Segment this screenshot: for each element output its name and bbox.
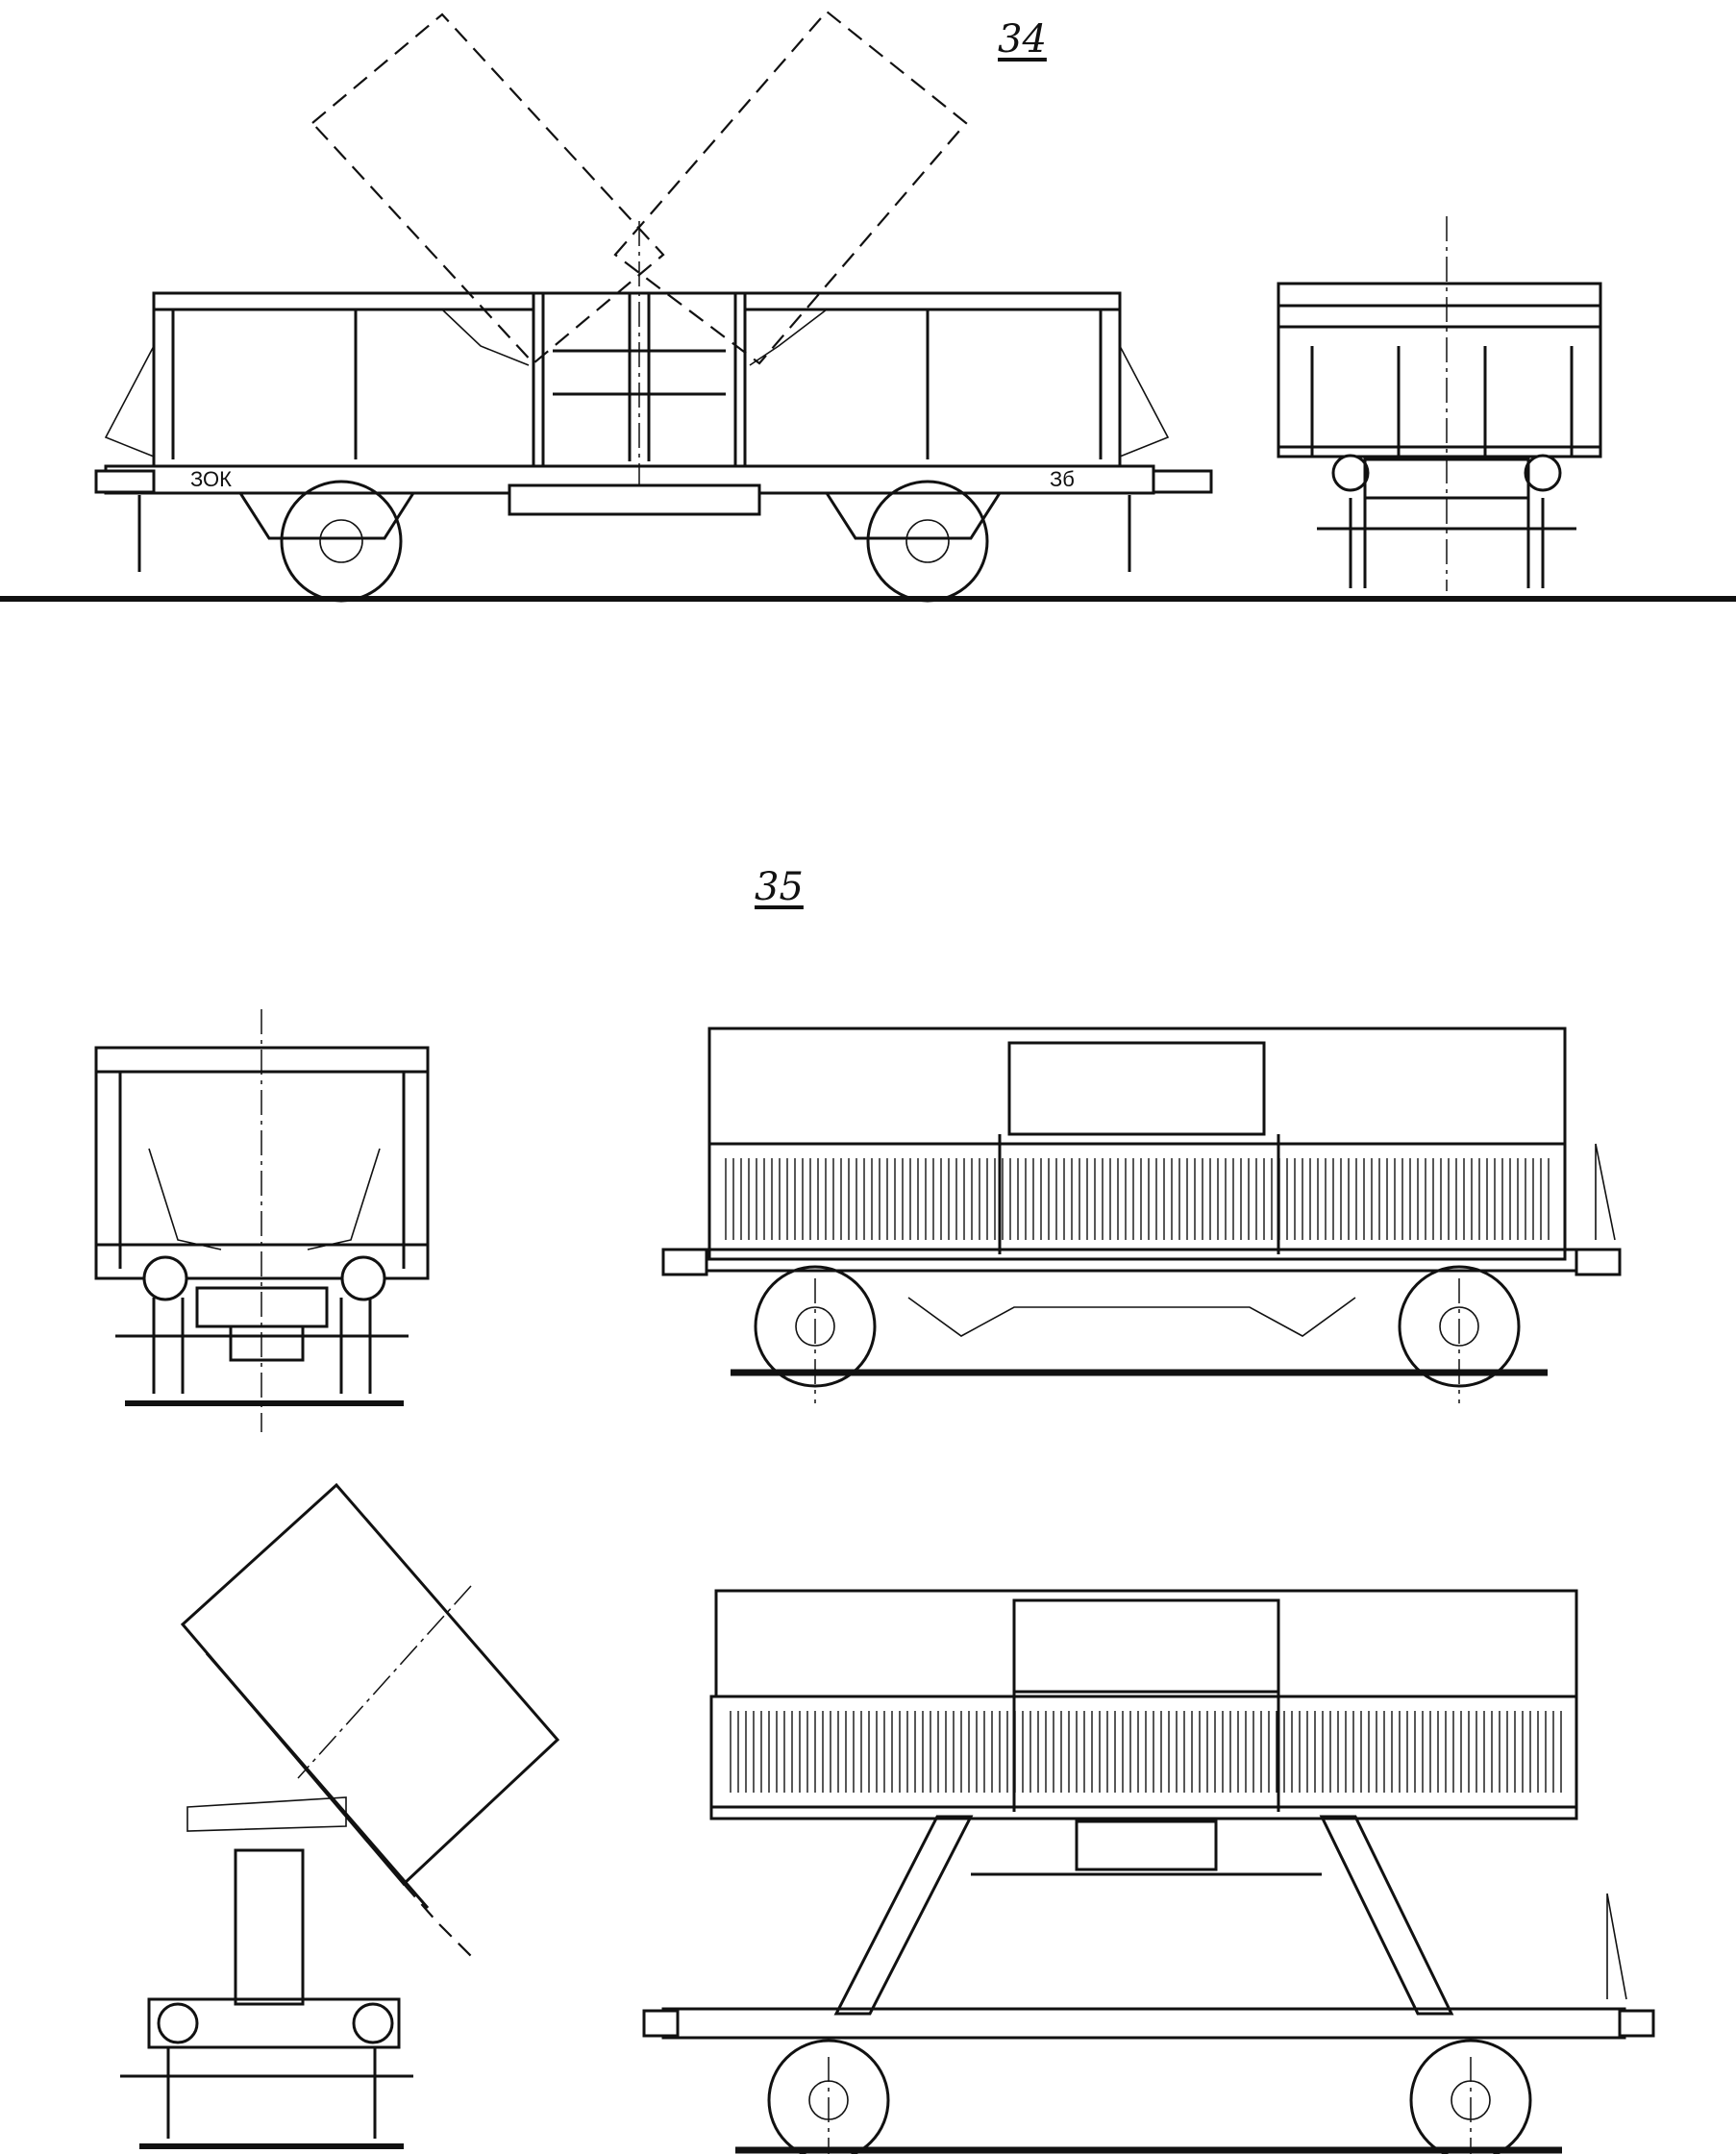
buffer-left-35-top bbox=[661, 1248, 708, 1276]
tipping-body-left-dashed bbox=[310, 12, 665, 365]
wheel-35-bottom-left bbox=[767, 2039, 890, 2154]
wheel-35-bottom-right bbox=[1409, 2039, 1532, 2154]
ribs-bottom bbox=[730, 1711, 1562, 1793]
buffer-left-34 bbox=[94, 469, 156, 494]
lower-ribbed-panel bbox=[707, 1142, 1567, 1261]
fig35-side-elevation-lifted bbox=[642, 1589, 1655, 2154]
fig34-end-view bbox=[1277, 216, 1602, 591]
buffer-right-34 bbox=[1152, 469, 1213, 494]
tipping-column bbox=[234, 1848, 305, 2006]
underframe-35-bottom bbox=[661, 2007, 1626, 2040]
wheel-35-top-right bbox=[1398, 1265, 1521, 1388]
fig35-end-view-upright bbox=[94, 1009, 430, 1432]
tipped-box bbox=[180, 1482, 560, 1887]
right-body bbox=[743, 291, 1122, 468]
ribs-top bbox=[725, 1158, 1550, 1240]
tipping-body-right-dashed bbox=[613, 10, 968, 365]
upper-box-lifted bbox=[714, 1589, 1578, 1698]
upper-box bbox=[707, 1027, 1567, 1146]
fig34-side-elevation: ЗОК Зб bbox=[0, 10, 1736, 603]
fig35-side-elevation-travel bbox=[661, 1027, 1622, 1403]
figure-label-35: 35 bbox=[755, 865, 804, 909]
fig35-end-view-tipped bbox=[120, 1482, 560, 2149]
marking-zb: Зб bbox=[1050, 467, 1075, 491]
wheel-34-right bbox=[866, 480, 989, 603]
wheel-35-top-left bbox=[754, 1265, 877, 1388]
wheel-34-left bbox=[280, 480, 403, 603]
lift-arm-left bbox=[833, 1815, 974, 2016]
figure-label-34: 34 bbox=[998, 17, 1047, 62]
lower-ribbed-panel-lifted bbox=[709, 1695, 1578, 1809]
marking-zok: ЗОК bbox=[190, 467, 232, 491]
left-body bbox=[152, 291, 535, 468]
lift-arm-right bbox=[1319, 1815, 1454, 2016]
end-body-34 bbox=[1277, 282, 1602, 458]
buffer-right-35-top bbox=[1575, 1248, 1622, 1276]
